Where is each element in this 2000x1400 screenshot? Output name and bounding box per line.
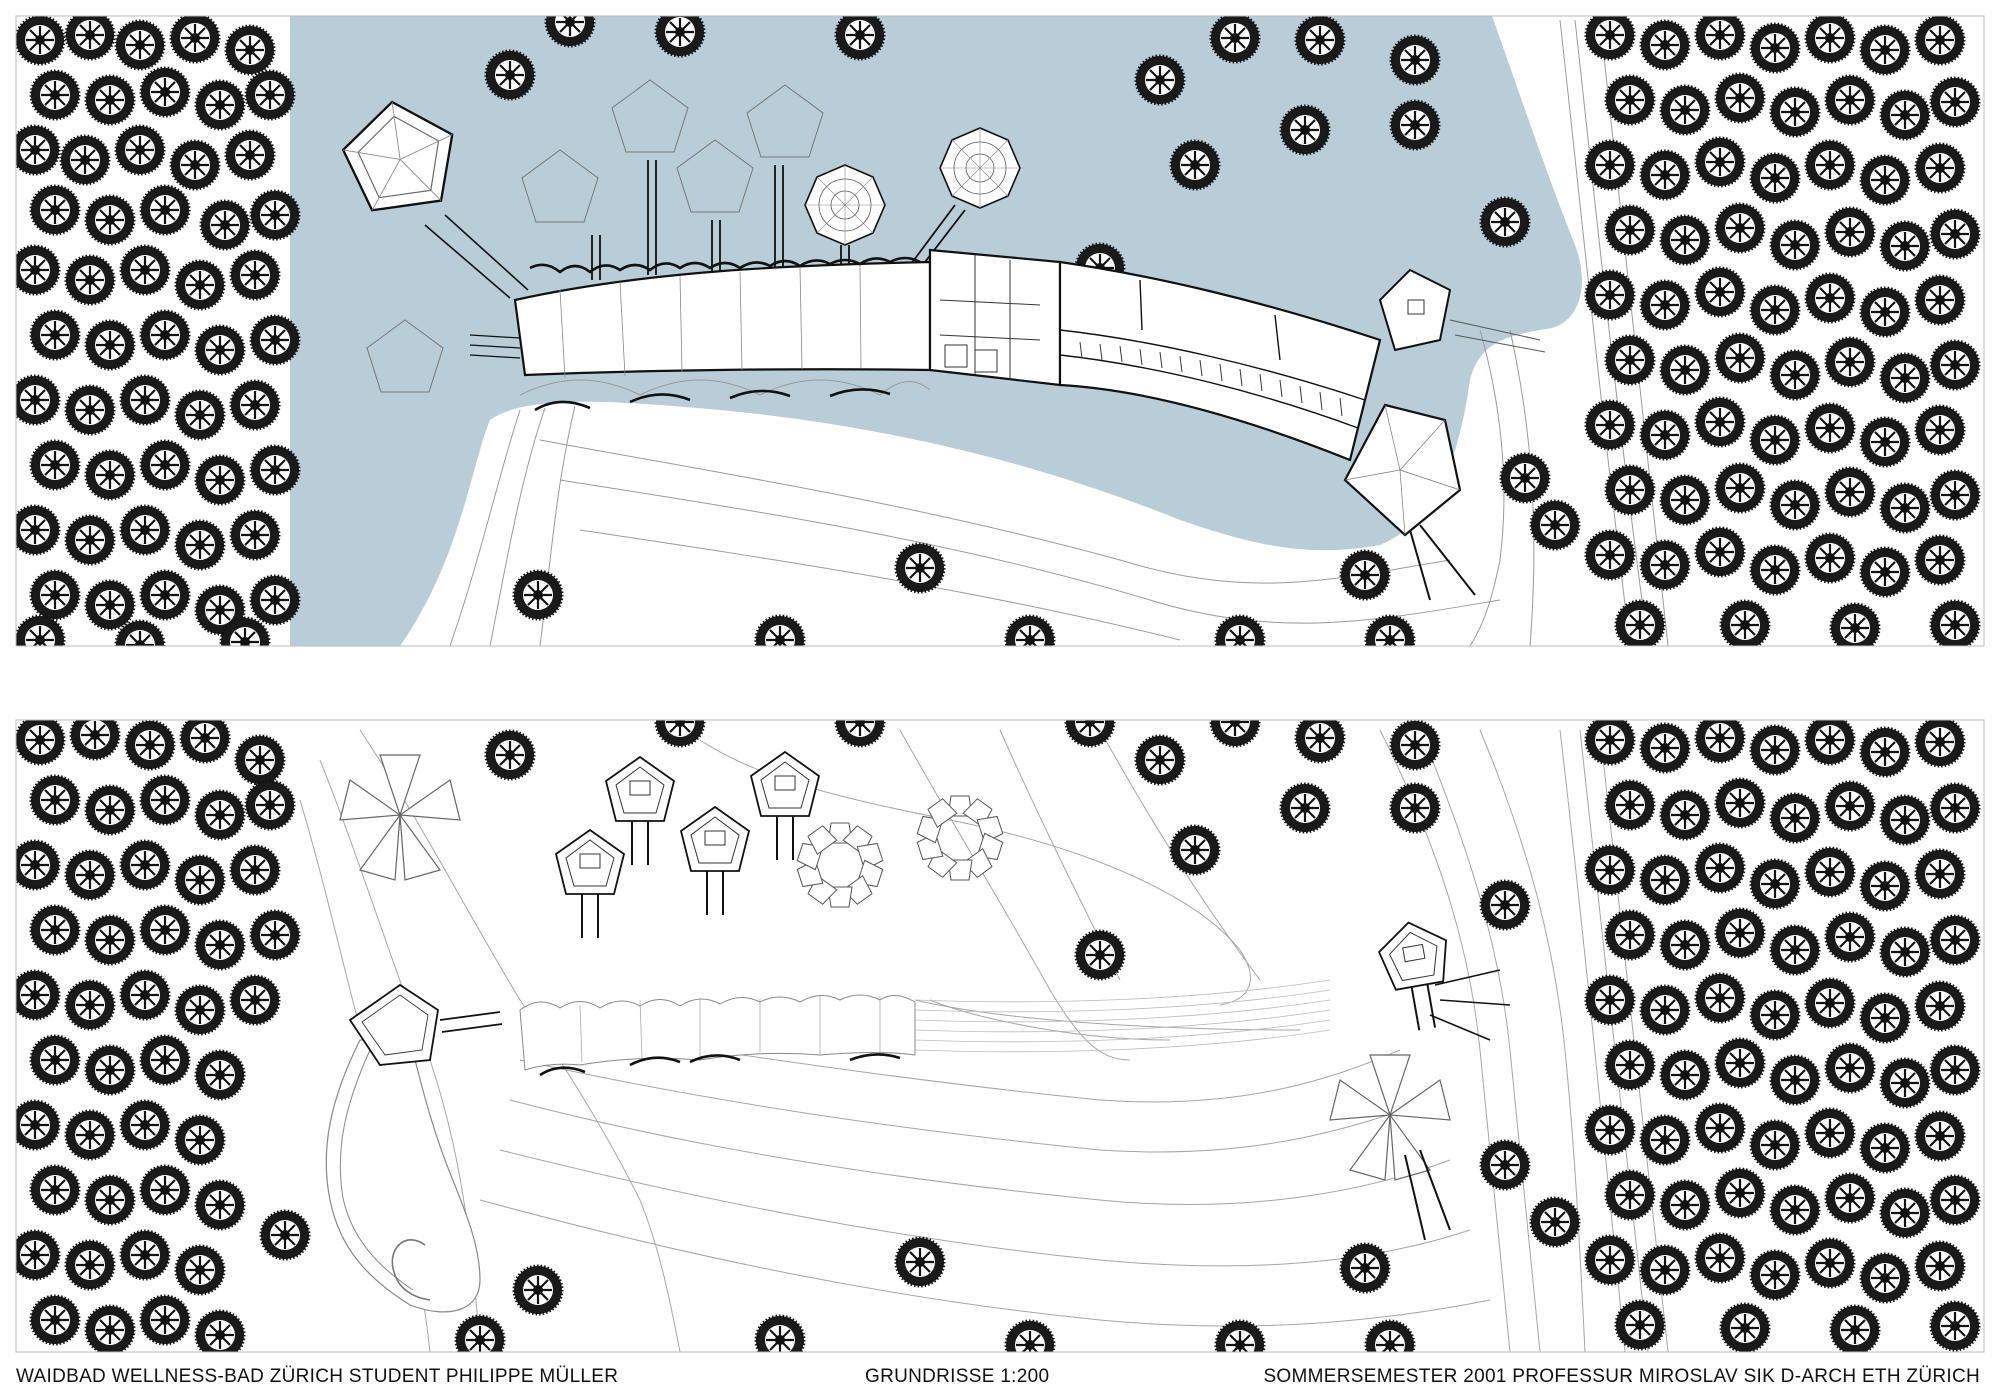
flower-pavilion-left xyxy=(339,754,461,881)
bath-building-top xyxy=(336,79,1546,601)
ground-plan-upper xyxy=(16,16,1984,646)
flower-pavilion-right xyxy=(1329,1054,1451,1181)
footer-drawing-title: GRUNDRISSE 1:200 xyxy=(865,1366,1050,1387)
ground-plan-lower xyxy=(16,720,1984,1352)
bath-building-bottom xyxy=(519,969,1511,1241)
footer-course-info: SOMMERSEMESTER 2001 PROFESSUR MIROSLAV S… xyxy=(1263,1366,1980,1387)
pool-pavilion-left xyxy=(325,983,503,1313)
footer-project-title: WAIDBAD WELLNESS-BAD ZÜRICH STUDENT PHIL… xyxy=(16,1366,619,1387)
